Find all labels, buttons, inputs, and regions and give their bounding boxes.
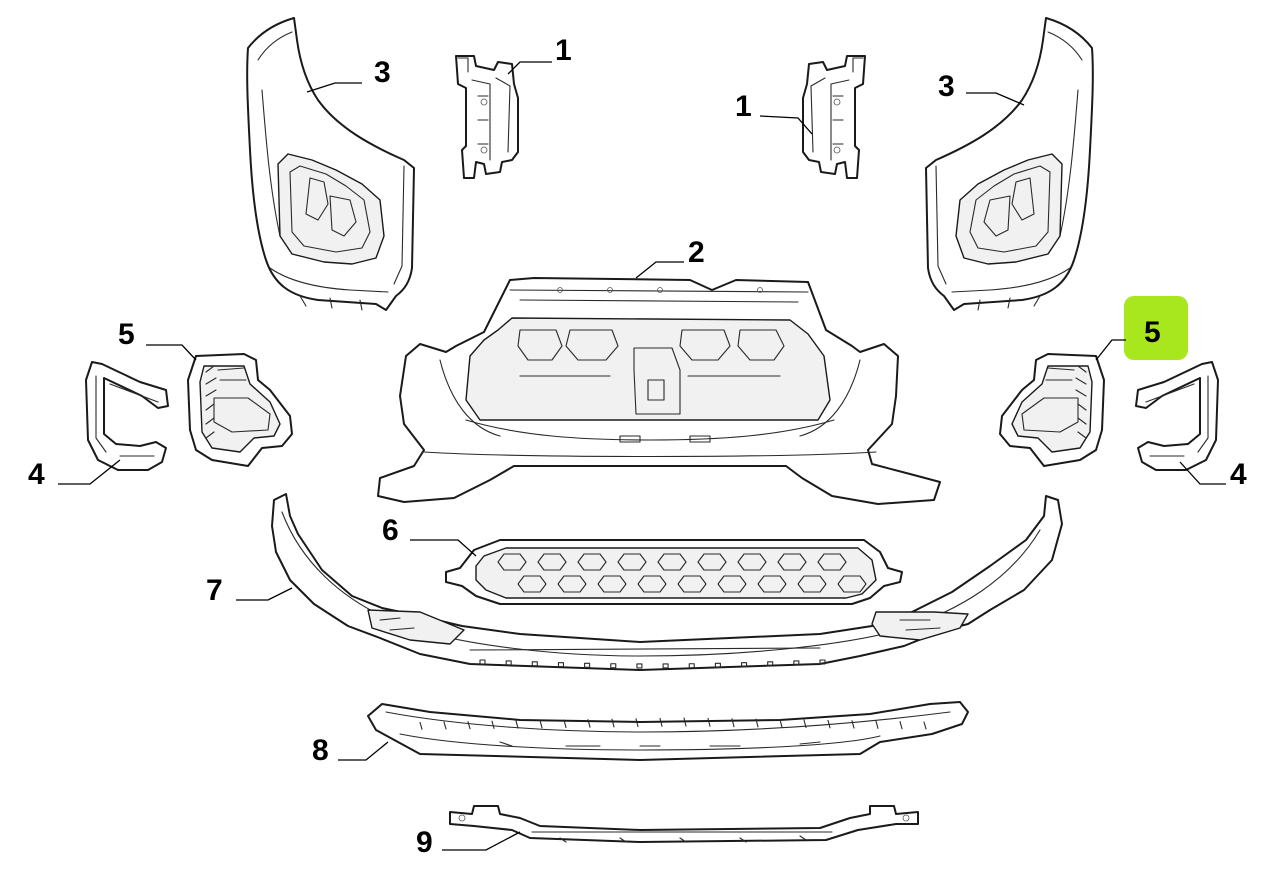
skid-ribs — [419, 717, 927, 730]
callout-right-bracket: 1 — [735, 90, 813, 135]
valance-clip — [688, 663, 695, 669]
valance-clip — [636, 663, 643, 669]
skid-rib — [803, 719, 807, 729]
left-fog-housing-drawing[interactable] — [187, 353, 293, 467]
valance-clip — [662, 663, 669, 669]
valance-clip — [740, 662, 748, 668]
highlight-badge — [1124, 296, 1188, 360]
valance-clip — [584, 662, 591, 668]
callout-lower-grille: 6 — [382, 514, 477, 557]
callout-number: 3 — [938, 70, 955, 103]
skid-plate-drawing[interactable] — [367, 701, 969, 761]
callout-number: 3 — [374, 56, 391, 89]
grille-cell — [697, 553, 727, 571]
skid-rib — [491, 720, 495, 729]
skid-rib — [539, 719, 543, 729]
skid-rib — [827, 719, 831, 729]
skid-rib — [851, 720, 855, 729]
valance-clip — [479, 659, 486, 665]
callout-lower-valance: 7 — [206, 574, 293, 607]
valance-clip — [557, 662, 565, 668]
valance-clip — [793, 660, 800, 666]
valance-clip — [531, 661, 538, 667]
skid-rib — [659, 717, 663, 727]
callout-left-fog-bezel: 4 — [28, 458, 121, 491]
left-side-panel-drawing[interactable] — [246, 17, 415, 311]
callout-upper-fascia: 2 — [635, 236, 705, 279]
grille-cell — [537, 553, 567, 571]
reinforcement-strip-drawing[interactable] — [449, 805, 919, 843]
skid-rib — [635, 718, 639, 728]
grille-cell — [577, 553, 607, 571]
callout-number: 1 — [555, 34, 572, 67]
skid-rib — [443, 721, 447, 730]
skid-rib — [611, 718, 615, 728]
valance-clip — [819, 659, 826, 665]
callout-right-fog-bezel: 4 — [1179, 458, 1247, 491]
skid-rib — [755, 718, 759, 728]
skid-rib — [731, 718, 735, 728]
skid-rib — [515, 720, 519, 729]
callout-right-fog-housing: 5 — [1095, 296, 1188, 361]
left-fog-bezel-drawing[interactable] — [85, 361, 169, 471]
lower-grille-drawing[interactable] — [445, 539, 903, 605]
callout-number: 7 — [206, 574, 223, 607]
lower-valance-drawing[interactable] — [271, 493, 1063, 671]
grille-cell — [657, 553, 687, 571]
callout-left-bracket: 1 — [507, 34, 572, 75]
valance-clip — [714, 662, 721, 668]
valance-clip — [767, 661, 774, 667]
skid-rib — [899, 721, 903, 730]
callout-number: 6 — [382, 514, 399, 547]
callout-number: 2 — [688, 236, 705, 269]
grille-cell — [557, 575, 587, 593]
callout-number: 8 — [312, 734, 329, 767]
skid-rib — [587, 719, 591, 728]
callout-number: 5 — [1144, 316, 1161, 349]
callout-skid-plate: 8 — [312, 734, 389, 767]
skid-rib — [707, 717, 711, 727]
right-fog-housing-drawing[interactable] — [999, 353, 1105, 467]
grille-cell — [777, 553, 807, 571]
callout-right-side-panel: 3 — [938, 70, 1025, 106]
right-fog-bezel-drawing[interactable] — [1135, 361, 1219, 471]
grille-cell — [837, 575, 867, 593]
right-bracket-drawing[interactable] — [802, 55, 866, 179]
left-bracket-drawing[interactable] — [455, 55, 519, 179]
grille-cell — [737, 553, 767, 571]
upper-fascia-drawing[interactable] — [377, 277, 941, 505]
callout-left-fog-housing: 5 — [118, 318, 197, 361]
skid-rib — [467, 721, 471, 730]
valance-clips — [479, 659, 826, 669]
skid-rib — [779, 719, 783, 728]
callout-number: 9 — [416, 826, 433, 859]
valance-clip — [505, 660, 512, 666]
skid-rib — [875, 720, 879, 729]
callout-number: 1 — [735, 90, 752, 123]
grille-cell — [637, 575, 667, 593]
right-side-panel-drawing[interactable] — [925, 17, 1094, 311]
skid-rib — [683, 717, 687, 727]
valance-clip — [610, 663, 617, 669]
grille-cell — [817, 553, 847, 571]
skid-rib — [923, 721, 927, 730]
callout-reinforcement-strip: 9 — [416, 826, 521, 859]
grille-cell — [717, 575, 747, 593]
callout-number: 5 — [118, 318, 135, 351]
callout-number: 4 — [1230, 458, 1247, 491]
grille-cell — [617, 553, 647, 571]
grille-cell — [757, 575, 787, 593]
grille-cell — [517, 575, 547, 593]
skid-rib — [563, 719, 567, 729]
skid-rib — [419, 721, 423, 730]
grille-cell — [797, 575, 827, 593]
grille-cell — [677, 575, 707, 593]
grille-cells — [497, 553, 867, 593]
callout-left-side-panel: 3 — [306, 56, 391, 93]
callout-number: 4 — [28, 458, 45, 491]
grille-cell — [497, 553, 527, 571]
grille-cell — [597, 575, 627, 593]
